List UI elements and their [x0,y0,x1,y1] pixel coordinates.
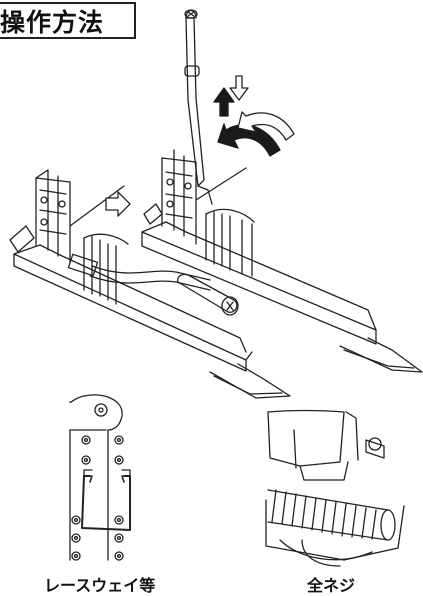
left-tool-illustration [9,169,291,399]
caption-raceway: レースウェイ等 [44,576,156,595]
right-tool-illustration [141,9,423,373]
motion-arrows [105,75,295,217]
threaded-rod-detail [265,409,405,567]
caption-threaded-rod: 全ネジ [307,576,356,595]
page-title: 操作方法 [0,2,136,39]
page-title-text: 操作方法 [0,7,105,37]
raceway-detail [69,394,131,561]
